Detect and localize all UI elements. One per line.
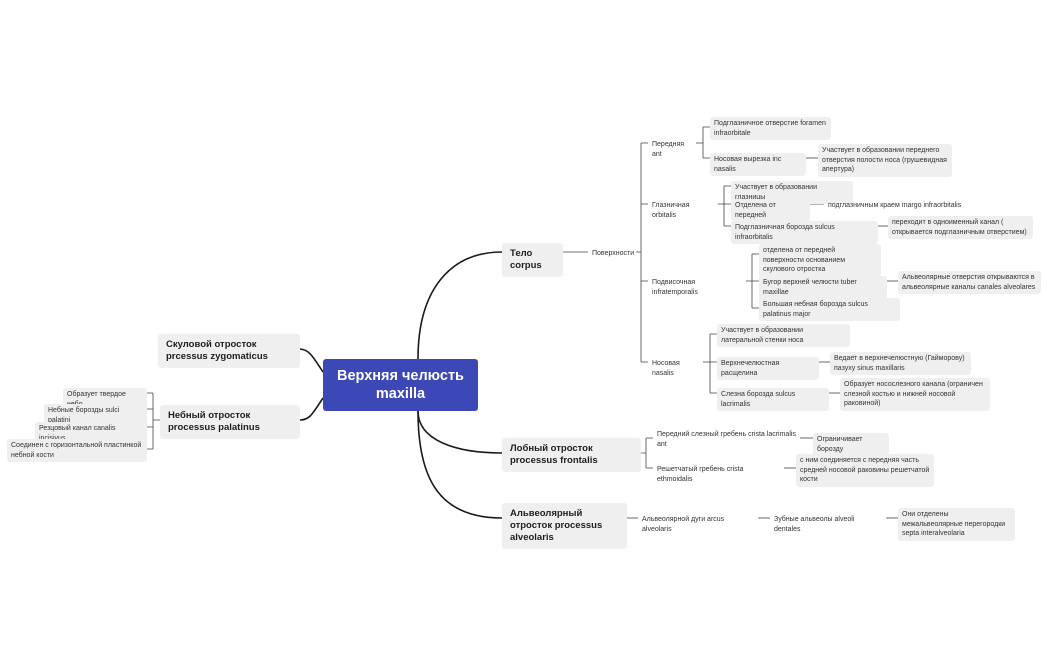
node-ethmoidal-crest[interactable]: Решетчатый гребень crista ethmoidalis [657, 466, 744, 483]
edge-frontal-children [641, 437, 653, 469]
node-infraorbital-foramen[interactable]: Подглазничное отверстие foramen infraorb… [710, 117, 831, 140]
node-nasal-notch[interactable]: Носовая вырезка inc nasalis [710, 153, 806, 176]
edge-root-palatine [299, 397, 324, 421]
edge-root-frontal [417, 410, 503, 454]
edge-palatine-children [147, 392, 160, 450]
node-lateral-nasal-wall[interactable]: Участвует в образовании латеральной стен… [717, 324, 850, 347]
edge-root-corpus [417, 251, 503, 360]
node-nasal-surface[interactable]: Носовая nasalis [652, 360, 680, 377]
root-node-maxilla[interactable]: Верхняя челюсть maxilla [323, 359, 478, 411]
node-lacrimal-sulcus[interactable]: Слезна борозда sulcus lacrimalis [717, 388, 829, 411]
node-nasal-notch-detail[interactable]: Участвует в образовании переднего отверс… [818, 144, 952, 177]
node-palatine-sulci[interactable]: Небные борозды sulci palatini [44, 404, 147, 427]
node-alveolar-foramina[interactable]: Альвеолярные отверстия открываются в аль… [898, 271, 1041, 294]
edge-root-alveolar [417, 410, 503, 519]
edge-surfaces-bracket [636, 142, 648, 363]
node-bounds-sulcus[interactable]: Ограничивает борозду [813, 433, 889, 456]
edge-nasal-children [703, 333, 717, 394]
node-greater-palatine-sulcus[interactable]: Большая небная борозда sulcus palatinus … [759, 298, 900, 321]
node-zygomatic-process[interactable]: Скуловой отросток prcessus zygomaticus [158, 334, 300, 368]
node-palatine-process[interactable]: Небный отросток processus palatinus [160, 405, 300, 439]
node-infratemporal-surface[interactable]: Подвисочная infratemporalis [652, 279, 698, 296]
node-separated-from-anterior[interactable]: Отделена от передней [731, 199, 810, 222]
root-title-line2: maxilla [375, 386, 426, 402]
node-nasolacrimal-canal[interactable]: Образует носослезного канала (ограничен … [840, 378, 990, 411]
node-surfaces[interactable]: Поверхности [592, 250, 635, 257]
edge-root-zygomatic [299, 348, 324, 373]
node-orbit-participation[interactable]: Участвует в образовании глазницы [731, 181, 853, 204]
edge-anterior-children [696, 126, 710, 159]
root-title-line1: Верхняя челюсть [337, 368, 464, 384]
node-interalveolar-septa[interactable]: Они отделены межальвеолярные перегородки… [898, 508, 1015, 541]
node-alveolar-process[interactable]: Альвеолярный отросток processus alveolar… [502, 503, 627, 549]
node-maxillary-hiatus[interactable]: Верхнечелюстная расщелина [717, 357, 819, 380]
node-infraorbital-margin[interactable]: подглазничным краем margo infraorbitalis [828, 202, 962, 209]
node-corpus[interactable]: Тело corpus [502, 243, 563, 277]
node-infraorbital-sulcus[interactable]: Подглазничная борозда sulcus infraorbita… [731, 221, 878, 244]
node-infraorbital-sulcus-detail[interactable]: переходит в одноименный канал ( открывае… [888, 216, 1033, 239]
node-zygomatic-base[interactable]: отделена от передней поверхности основан… [759, 244, 881, 277]
node-maxillary-sinus[interactable]: Ведает в верхнечелюстную (Гайморову) паз… [830, 352, 971, 375]
node-alveolar-arch[interactable]: Альвеолярной дуги arcus alveolaris [642, 516, 725, 533]
edge-infratemporal-children [746, 253, 759, 309]
node-palatine-bone-junction[interactable]: Соединен с горизонтальной пластинкой неб… [7, 439, 147, 462]
node-frontal-process[interactable]: Лобный отросток processus frontalis [502, 438, 641, 472]
node-middle-concha-joint[interactable]: с ним соединяется с передняя часть средн… [796, 454, 934, 487]
node-orbital-surface[interactable]: Глазничная orbitalis [652, 202, 690, 219]
edge-orbital-children [718, 185, 731, 227]
node-anterior-surface[interactable]: Передняя ant [652, 141, 685, 158]
node-maxillary-tuber[interactable]: Бугор верхней челюсти tuber maxillae [759, 276, 887, 299]
node-anterior-lacrimal-crest[interactable]: Передний слезный гребень crista lacrimal… [657, 431, 796, 448]
node-dental-alveoli[interactable]: Зубные альвеолы alveoli dentales [774, 516, 855, 533]
